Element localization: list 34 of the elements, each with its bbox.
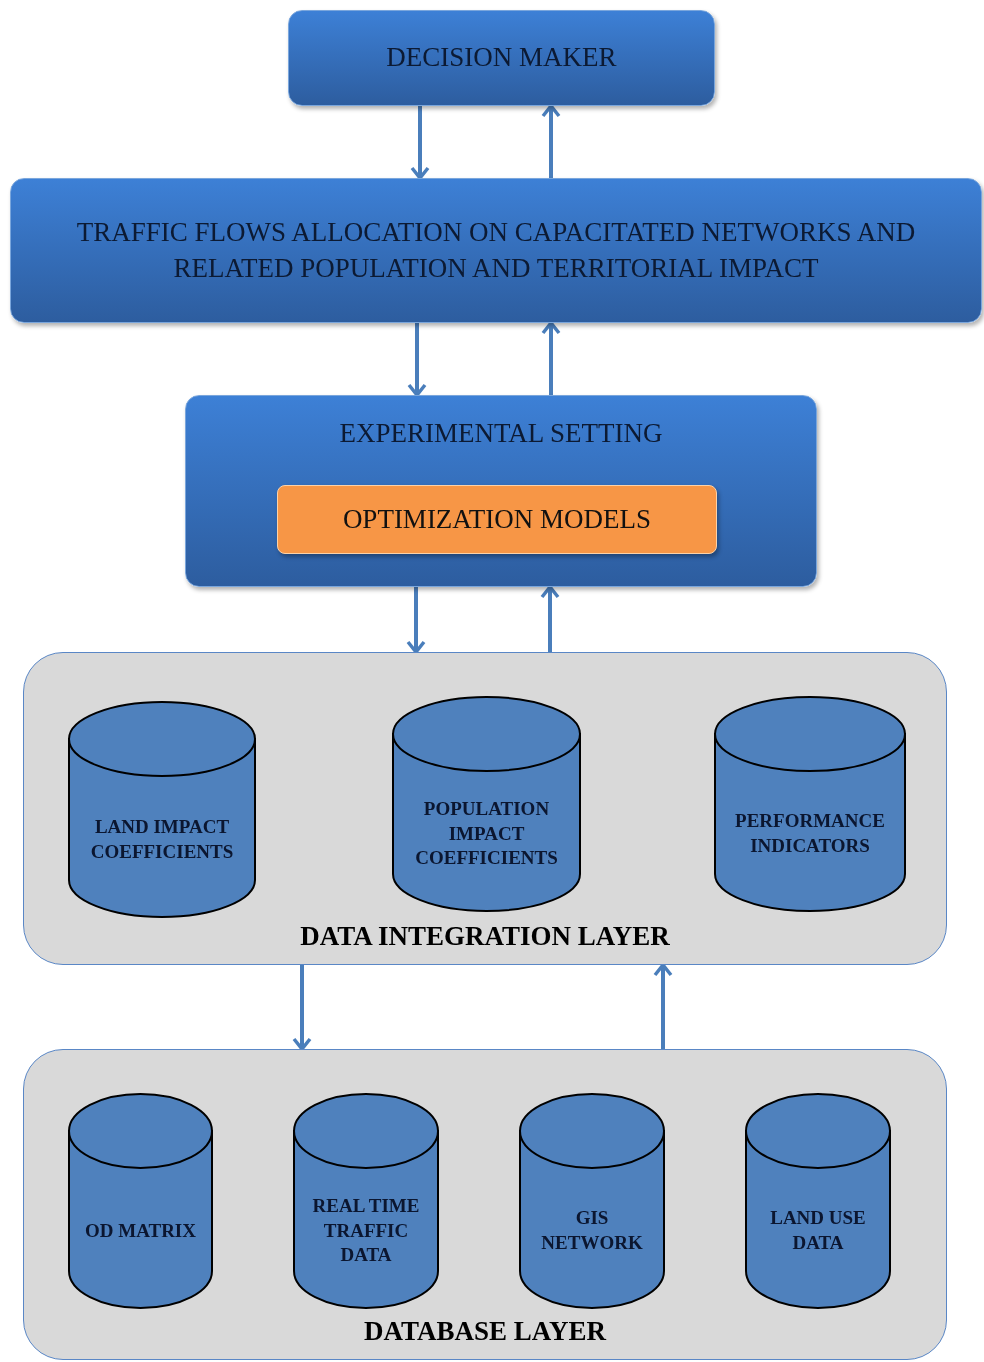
- cylinder-label: GIS NETWORK: [540, 1206, 644, 1255]
- arrow: [540, 585, 560, 652]
- cylinder-label: REAL TIME TRAFFIC DATA: [311, 1193, 421, 1268]
- database-cylinder: [745, 1093, 891, 1309]
- box-label: EXPERIMENTAL SETTING: [339, 417, 663, 450]
- box-label: TRAFFIC FLOWS ALLOCATION ON CAPACITATED NETWORKS AND RELATED POPULATION AND TERRITORIAL IMPACT: [75, 216, 917, 285]
- arrow: [407, 323, 427, 397]
- cylinder-label: OD MATRIX: [84, 1218, 197, 1243]
- process-box: [277, 485, 717, 554]
- process-box: [288, 10, 715, 106]
- arrow: [406, 587, 426, 654]
- arrow: [541, 104, 561, 178]
- layer-panel: [23, 652, 947, 965]
- box-label: OPTIMIZATION MODELS: [342, 502, 652, 536]
- database-cylinder: [68, 1093, 213, 1309]
- box-label: DECISION MAKER: [386, 41, 617, 75]
- database-cylinder: [68, 701, 256, 918]
- database-cylinder: [519, 1093, 665, 1309]
- process-box: [185, 395, 817, 587]
- layer-label: DATA INTEGRATION LAYER: [299, 921, 671, 952]
- database-cylinder: [392, 696, 581, 912]
- layer-label: DATABASE LAYER: [363, 1316, 608, 1347]
- arrow: [541, 321, 561, 395]
- database-cylinder: [293, 1093, 439, 1309]
- cylinder-label: PERFORMANCE INDICATORS: [734, 809, 886, 858]
- arrow: [292, 965, 312, 1051]
- process-box: [10, 178, 982, 323]
- database-cylinder: [714, 696, 906, 912]
- cylinder-label: POPULATION IMPACT COEFFICIENTS: [414, 796, 559, 871]
- arrow: [410, 106, 430, 180]
- arrow: [653, 963, 673, 1049]
- cylinder-label: LAND USE DATA: [769, 1206, 867, 1255]
- layer-panel: [23, 1049, 947, 1360]
- cylinder-label: LAND IMPACT COEFFICIENTS: [89, 814, 235, 864]
